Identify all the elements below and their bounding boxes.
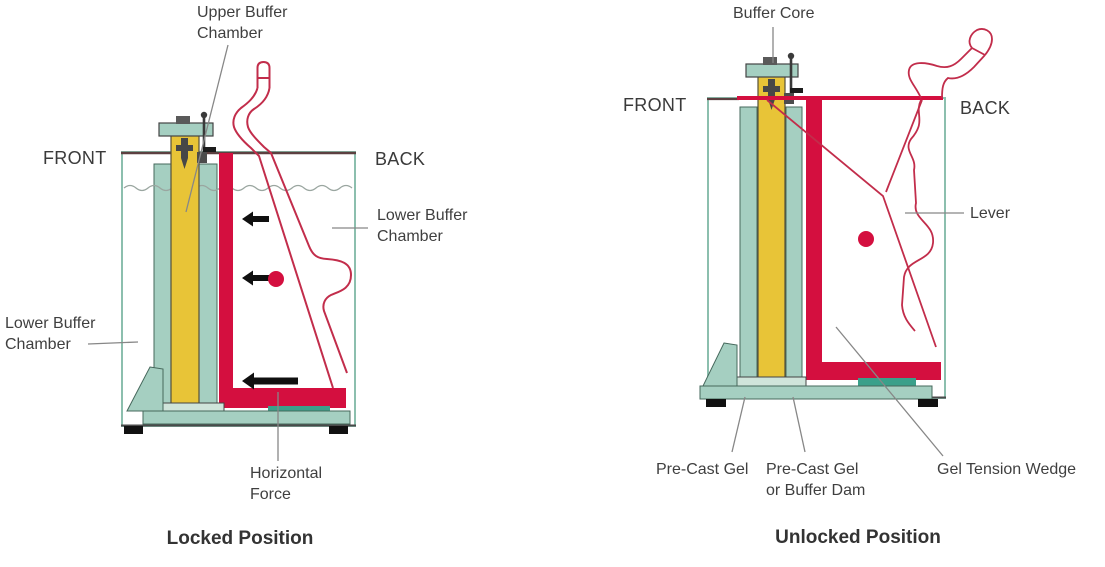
label-precast-gel: Pre-Cast Gel (656, 461, 749, 478)
waterline (123, 184, 353, 192)
unlocked-lever (766, 28, 993, 348)
label-gel-tension-wedge: Gel Tension Wedge (937, 461, 1077, 478)
core-lid-knob (176, 116, 190, 124)
unlocked-diagram (699, 27, 993, 457)
label-front-unlocked: FRONT (623, 95, 687, 115)
caption-unlocked-position: Unlocked Position (775, 527, 941, 548)
foot-right (329, 426, 348, 434)
label-front-locked: FRONT (43, 148, 107, 168)
locked-leader-lines (87, 44, 368, 461)
banana-jack-pin (197, 111, 216, 163)
base-pad (858, 378, 916, 387)
lever-pivot-dot (268, 271, 284, 287)
label-buffer-core: Buffer Core (733, 5, 815, 22)
foot-right (918, 399, 938, 407)
lever-pivot-dot (858, 231, 874, 247)
locked-lever (232, 60, 353, 389)
electrode-assembly (176, 138, 193, 169)
locked-base (124, 366, 351, 434)
label-precast-gel-or-buffer-dam: Pre-Cast Gel or Buffer Dam (766, 461, 866, 499)
unlocked-base (699, 342, 938, 407)
label-back-locked: BACK (375, 149, 426, 169)
wedge-top-rail (737, 96, 943, 100)
label-lever: Lever (970, 205, 1011, 222)
core-lid-knob (763, 57, 777, 65)
force-arrows (242, 211, 298, 390)
unlocked-buffer-core (745, 52, 803, 384)
foot-left (706, 399, 726, 407)
unlocked-gel-slabs (739, 106, 803, 384)
label-lower-buffer-chamber-left: Lower Buffer Chamber (5, 315, 96, 353)
locked-gel-tension-wedge (219, 153, 346, 408)
label-back-unlocked: BACK (960, 98, 1011, 118)
locked-diagram (87, 44, 368, 461)
foot-left (124, 426, 143, 434)
label-horizontal-force: Horizontal Force (250, 465, 323, 503)
unlocked-leader-lines (731, 27, 964, 457)
caption-locked-position: Locked Position (166, 528, 314, 549)
unlocked-gel-tension-wedge (806, 98, 941, 380)
label-upper-buffer-chamber: Upper Buffer Chamber (197, 4, 288, 42)
label-lower-buffer-chamber-right: Lower Buffer Chamber (377, 207, 468, 245)
